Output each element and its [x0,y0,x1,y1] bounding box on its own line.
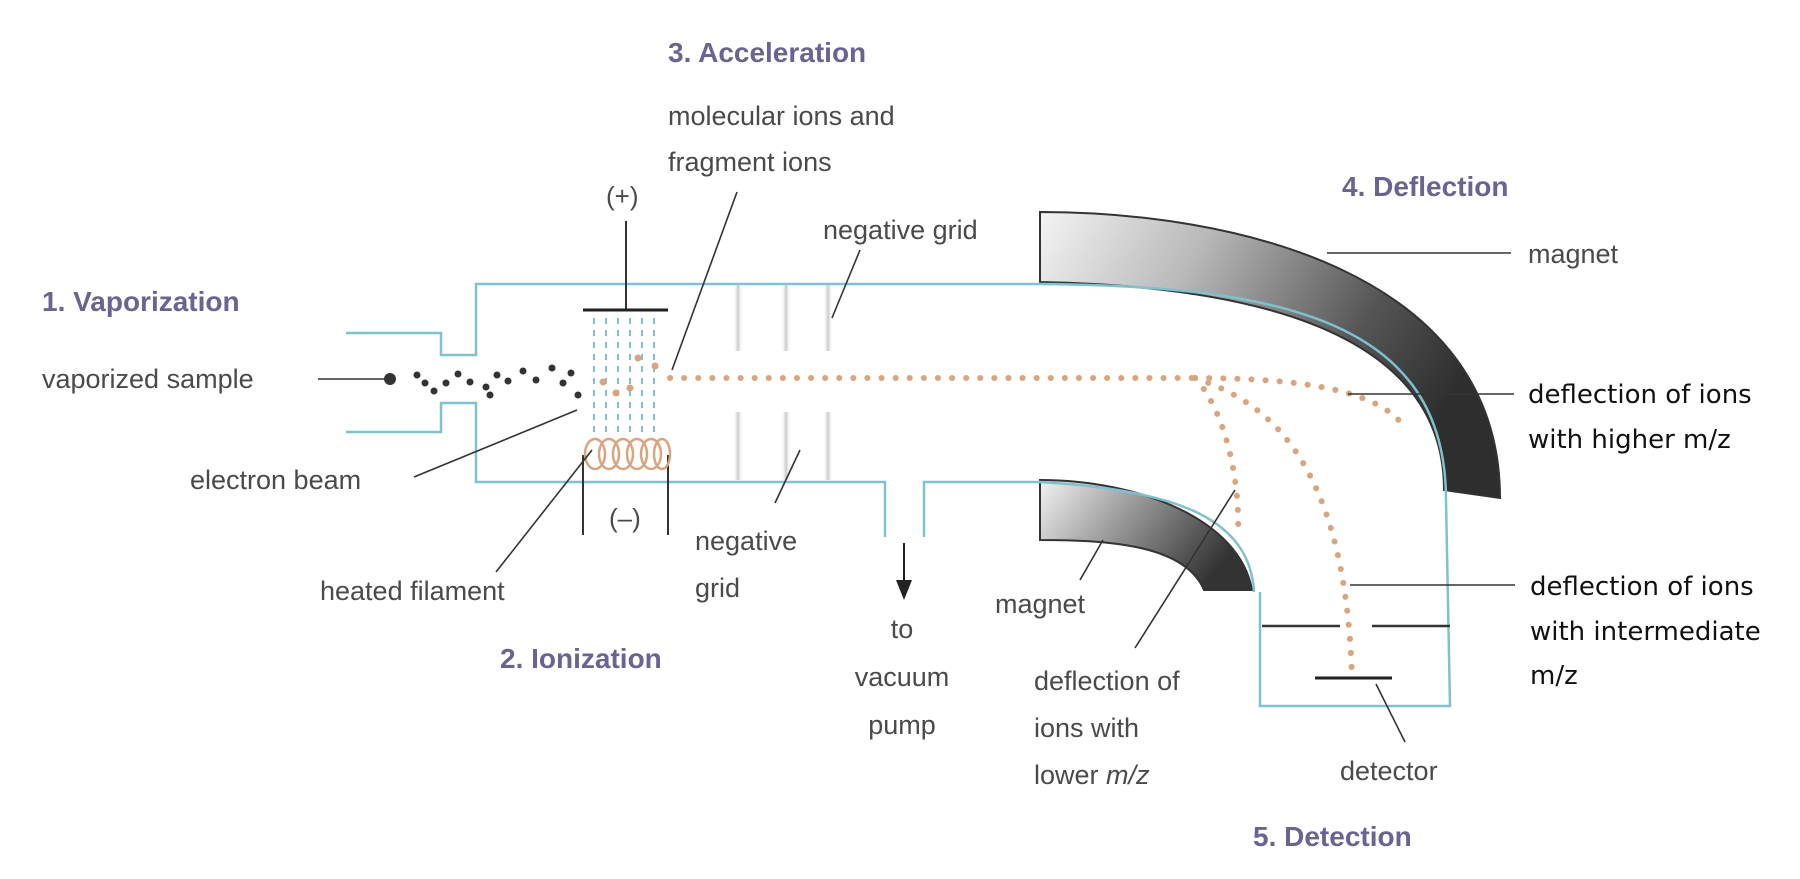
step-ionization: 2. Ionization [500,643,662,674]
label-higher-mz-1: deflection of ions [1528,380,1752,410]
label-electron-beam: electron beam [190,465,361,495]
chamber-walls [346,282,1452,708]
ion-path-intermediate [1192,375,1355,681]
label-higher-mz-2: with higher m/z [1528,425,1731,455]
electron-beam-lines [593,318,655,432]
label-magnet-top: magnet [1528,239,1619,269]
positive-electrode [583,221,668,312]
ion-path-higher [1192,375,1408,431]
label-intermediate-mz-3: m/z [1530,661,1578,691]
label-lower-mz-italic: m/z [1106,760,1150,790]
ionized-particles [599,354,659,397]
label-molecular-ions-2: fragment ions [668,147,832,177]
ion-path-lower [1192,375,1242,535]
label-magnet-bottom: magnet [995,589,1086,619]
heated-filament-coil [582,437,672,535]
magnet-top [1039,210,1502,500]
label-lower-mz-3: lower m/z [1034,760,1150,790]
step-vaporization: 1. Vaporization [42,286,240,317]
label-intermediate-mz-1: deflection of ions [1530,572,1754,602]
label-detector: detector [1340,756,1438,786]
label-negative-grid-bottom-1: negative [695,526,797,556]
label-plus: (+) [606,181,639,211]
label-intermediate-mz-2: with intermediate [1530,617,1761,647]
label-minus: (–) [609,503,641,533]
vacuum-arrow [896,543,912,600]
step-acceleration: 3. Acceleration [668,37,866,68]
label-negative-grid-top: negative grid [823,215,978,245]
label-vaporized-sample: vaporized sample [42,364,254,394]
label-vacuum-3: pump [868,710,936,740]
label-lower-mz-prefix: lower [1034,760,1106,790]
label-vacuum-2: vacuum [855,662,950,692]
label-molecular-ions-1: molecular ions and [668,101,895,131]
label-lower-mz-1: deflection of [1034,666,1180,696]
label-heated-filament: heated filament [320,576,505,606]
negative-grid-plates [733,285,833,480]
leader-lines [318,191,1515,743]
vapor-sample-particles [384,364,582,399]
label-negative-grid-bottom-2: grid [695,573,740,603]
step-detection: 5. Detection [1253,821,1412,852]
step-deflection: 4. Deflection [1342,171,1508,202]
label-vacuum-1: to [891,614,914,644]
label-lower-mz-2: ions with [1034,713,1139,743]
